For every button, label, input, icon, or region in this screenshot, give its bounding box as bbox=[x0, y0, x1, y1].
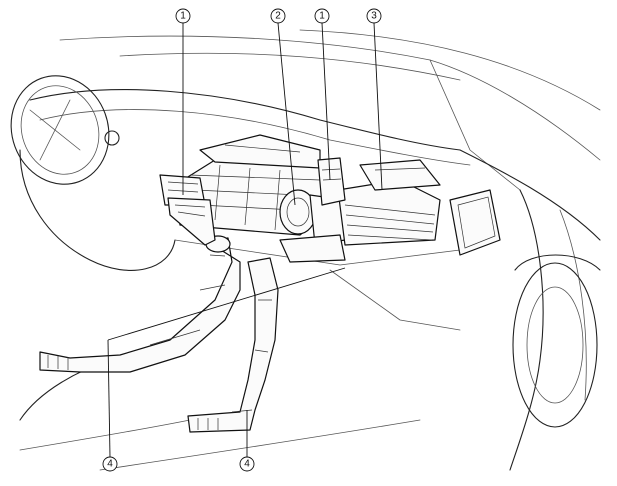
callout-label: 2 bbox=[275, 11, 281, 22]
callout-label: 3 bbox=[371, 11, 377, 22]
evaporator-unit bbox=[337, 159, 441, 246]
callout-4-left: 4 bbox=[102, 267, 346, 472]
callout-2: 2 bbox=[270, 8, 296, 206]
callout-3: 3 bbox=[366, 8, 383, 191]
side-vent-duct-left bbox=[167, 197, 216, 246]
callout-1-left: 1 bbox=[175, 8, 191, 195]
side-vent-duct-right bbox=[317, 157, 346, 206]
callout-label: 4 bbox=[107, 459, 113, 470]
callout-label: 1 bbox=[319, 11, 325, 22]
blower-unit bbox=[279, 189, 346, 263]
callout-4-right: 4 bbox=[239, 410, 255, 472]
rear-heat-duct-left bbox=[39, 235, 241, 373]
callout-label: 4 bbox=[244, 459, 250, 470]
callout-label: 1 bbox=[180, 11, 186, 22]
rear-heat-duct-right bbox=[187, 257, 279, 433]
callout-1-right: 1 bbox=[314, 8, 331, 181]
